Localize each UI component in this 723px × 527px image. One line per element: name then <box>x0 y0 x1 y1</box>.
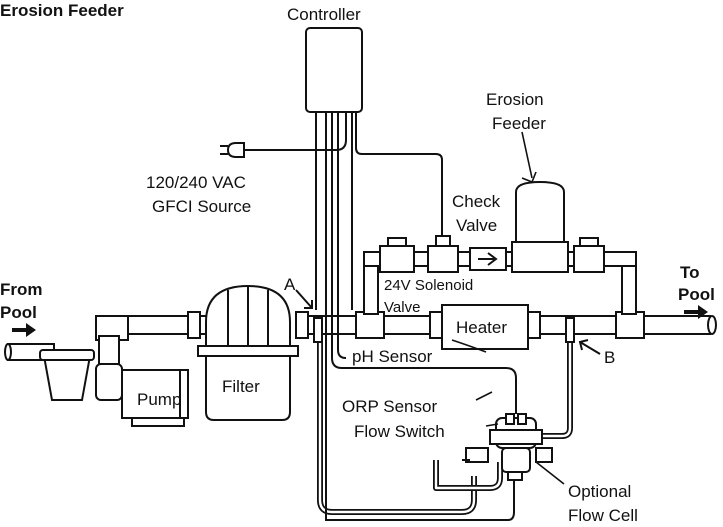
leader-lines <box>451 131 565 485</box>
point-b-label: B <box>604 348 615 367</box>
pointer-arrow-icon <box>295 289 313 309</box>
controller: Controller <box>287 5 363 113</box>
pump: Pump <box>39 349 189 427</box>
point-a-label: A <box>284 275 296 294</box>
flow-switch-label: Flow Switch <box>354 422 445 441</box>
flow-arrow-icon <box>12 323 36 337</box>
check-valve-label-line2: Valve <box>456 216 497 235</box>
plug-icon <box>220 142 245 158</box>
flow-cell <box>462 413 553 481</box>
erosion-feeder-label-line1: Erosion <box>486 90 544 109</box>
pump-label: Pump <box>137 390 181 409</box>
heater-label: Heater <box>456 318 507 337</box>
solenoid-label-line2: Valve <box>384 299 420 316</box>
injection-point-b: B <box>565 317 615 367</box>
from-pool-label-line2: Pool <box>0 303 37 322</box>
flow-arrow-icon <box>478 252 498 266</box>
controller-wiring <box>244 112 443 310</box>
to-pool-label-line2: Pool <box>678 285 715 304</box>
sensor-tubing <box>315 112 573 521</box>
from-pool-label-line1: From <box>0 280 43 299</box>
filter-label: Filter <box>222 377 260 396</box>
page-title: Erosion Feeder <box>0 1 124 20</box>
check-valve-label-line1: Check <box>452 192 501 211</box>
flow-cell-label-line2: Flow Cell <box>568 506 638 525</box>
erosion-feeder-label-line2: Feeder <box>492 114 546 133</box>
flow-cell-label-line1: Optional <box>568 482 631 501</box>
suction-pipe <box>4 315 129 365</box>
bypass-line <box>363 180 637 315</box>
ph-sensor-label: pH Sensor <box>352 347 433 366</box>
orp-sensor-label: ORP Sensor <box>342 397 437 416</box>
heater: Heater <box>441 304 529 350</box>
power-label-line1: 120/240 VAC <box>146 173 246 192</box>
controller-label: Controller <box>287 5 361 24</box>
power-label-line2: GFCI Source <box>152 197 251 216</box>
pointer-arrow-icon <box>578 339 601 355</box>
injection-point-a: A <box>284 275 323 343</box>
flow-arrow-icon <box>684 305 708 319</box>
filter: Filter <box>197 284 299 421</box>
solenoid-label-line1: 24V Solenoid <box>384 277 473 294</box>
to-pool-label-line1: To <box>680 263 700 282</box>
